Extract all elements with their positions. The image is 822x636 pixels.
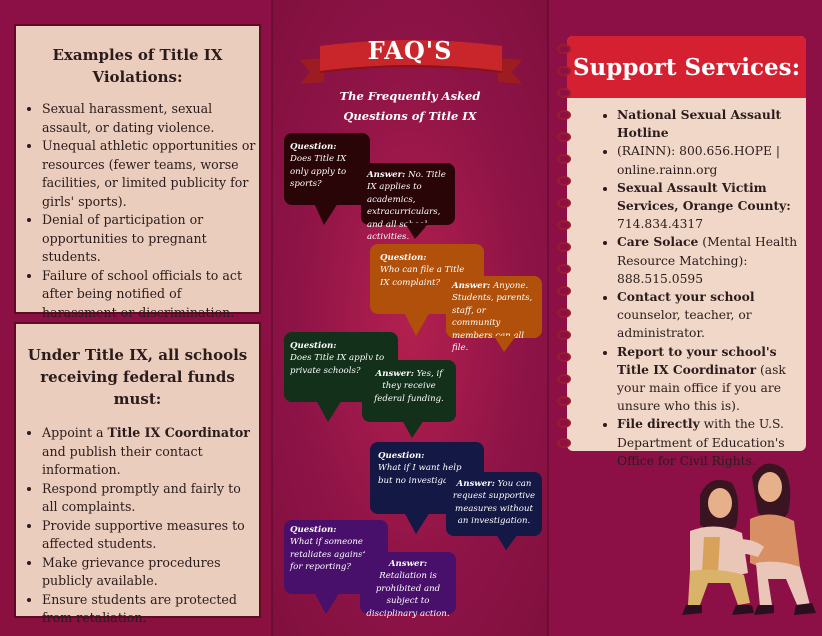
list-item: Failure of school officials to act after… [42, 267, 259, 323]
list-item: Unequal athletic opportunities or resour… [42, 137, 259, 211]
binder-ring [557, 286, 571, 296]
support-services-notebook: Support Services: National Sexual Assaul… [557, 36, 806, 468]
list-item: Appoint a Title IX Coordinator and publi… [42, 424, 259, 480]
binder-ring [557, 264, 571, 274]
question-bubble-1: Question:Does Title IX only apply to spo… [284, 133, 370, 225]
list-item: File directly with the U.S. Department o… [617, 415, 803, 470]
fold-line-1 [271, 0, 273, 636]
support-header: Support Services: [567, 36, 806, 98]
binder-ring [557, 132, 571, 142]
list-item: Contact your school counselor, teacher, … [617, 288, 803, 343]
binder-ring [557, 66, 571, 76]
two-girls-comforting-illustration [682, 463, 816, 615]
binder-ring [557, 44, 571, 54]
violations-heading: Examples of Title IX Violations: [52, 46, 223, 86]
list-item: Ensure students are protected from retal… [42, 591, 259, 628]
list-item: Make grievance procedures publicly avail… [42, 554, 259, 591]
requirements-list: Appoint a Title IX Coordinator and publi… [16, 424, 259, 628]
faq-title: FAQ'S [367, 36, 453, 65]
answer-bubble-1: Answer: No. Title IX applies to academic… [361, 163, 455, 242]
binder-ring [557, 308, 571, 318]
list-item: National Sexual Assault Hotline [617, 106, 803, 142]
binder-ring [557, 330, 571, 340]
title-ix-coordinator-text: Title IX Coordinator [107, 425, 250, 440]
binder-ring [557, 220, 571, 230]
binder-ring [557, 396, 571, 406]
list-item: Sexual harassment, sexual assault, or da… [42, 100, 259, 137]
violations-list: Sexual harassment, sexual assault, or da… [16, 100, 259, 322]
list-item: Care Solace (Mental Health Resource Matc… [617, 233, 803, 288]
binder-ring [557, 438, 571, 448]
binder-ring [557, 352, 571, 362]
binder-ring [557, 176, 571, 186]
requirements-heading: Under Title IX, all schools receiving fe… [16, 344, 259, 410]
support-list: National Sexual Assault Hotline (RAINN):… [583, 106, 803, 470]
requirements-box: Under Title IX, all schools receiving fe… [14, 322, 261, 625]
violations-box: Examples of Title IX Violations: Sexual … [14, 24, 261, 320]
list-item: (RAINN): 800.656.HOPE | online.rainn.org [617, 142, 803, 178]
binder-ring [557, 374, 571, 384]
list-item: Report to your school's Title IX Coordin… [617, 343, 803, 416]
binder-ring [557, 198, 571, 208]
requirements-heading-line2: receiving federal funds must: [40, 368, 235, 408]
binder-ring [557, 418, 571, 428]
question-bubble-5: Question:What if someone retaliates agai… [284, 520, 388, 614]
binder-ring [557, 110, 571, 120]
answer-bubble-4: Answer: You can request supportive measu… [446, 472, 542, 550]
list-item: Denial of participation or opportunities… [42, 211, 259, 267]
list-item: Provide supportive measures to affected … [42, 517, 259, 554]
requirements-heading-line1: Under Title IX, all schools [27, 346, 248, 364]
list-item: Respond promptly and fairly to all compl… [42, 480, 259, 517]
support-title: Support Services: [572, 54, 801, 81]
fold-line-2 [547, 0, 549, 636]
answer-bubble-5: Answer: Retaliation is prohibited and su… [360, 552, 456, 619]
binder-ring [557, 154, 571, 164]
answer-bubble-3: Answer: Yes, if they receive federal fun… [362, 360, 456, 438]
binder-ring [557, 88, 571, 98]
faq-ribbon-banner [300, 40, 522, 84]
list-item: Sexual Assault Victim Services, Orange C… [617, 179, 803, 234]
binder-ring [557, 242, 571, 252]
answer-bubble-2: Answer: Anyone. Students, parents, staff… [446, 276, 542, 353]
